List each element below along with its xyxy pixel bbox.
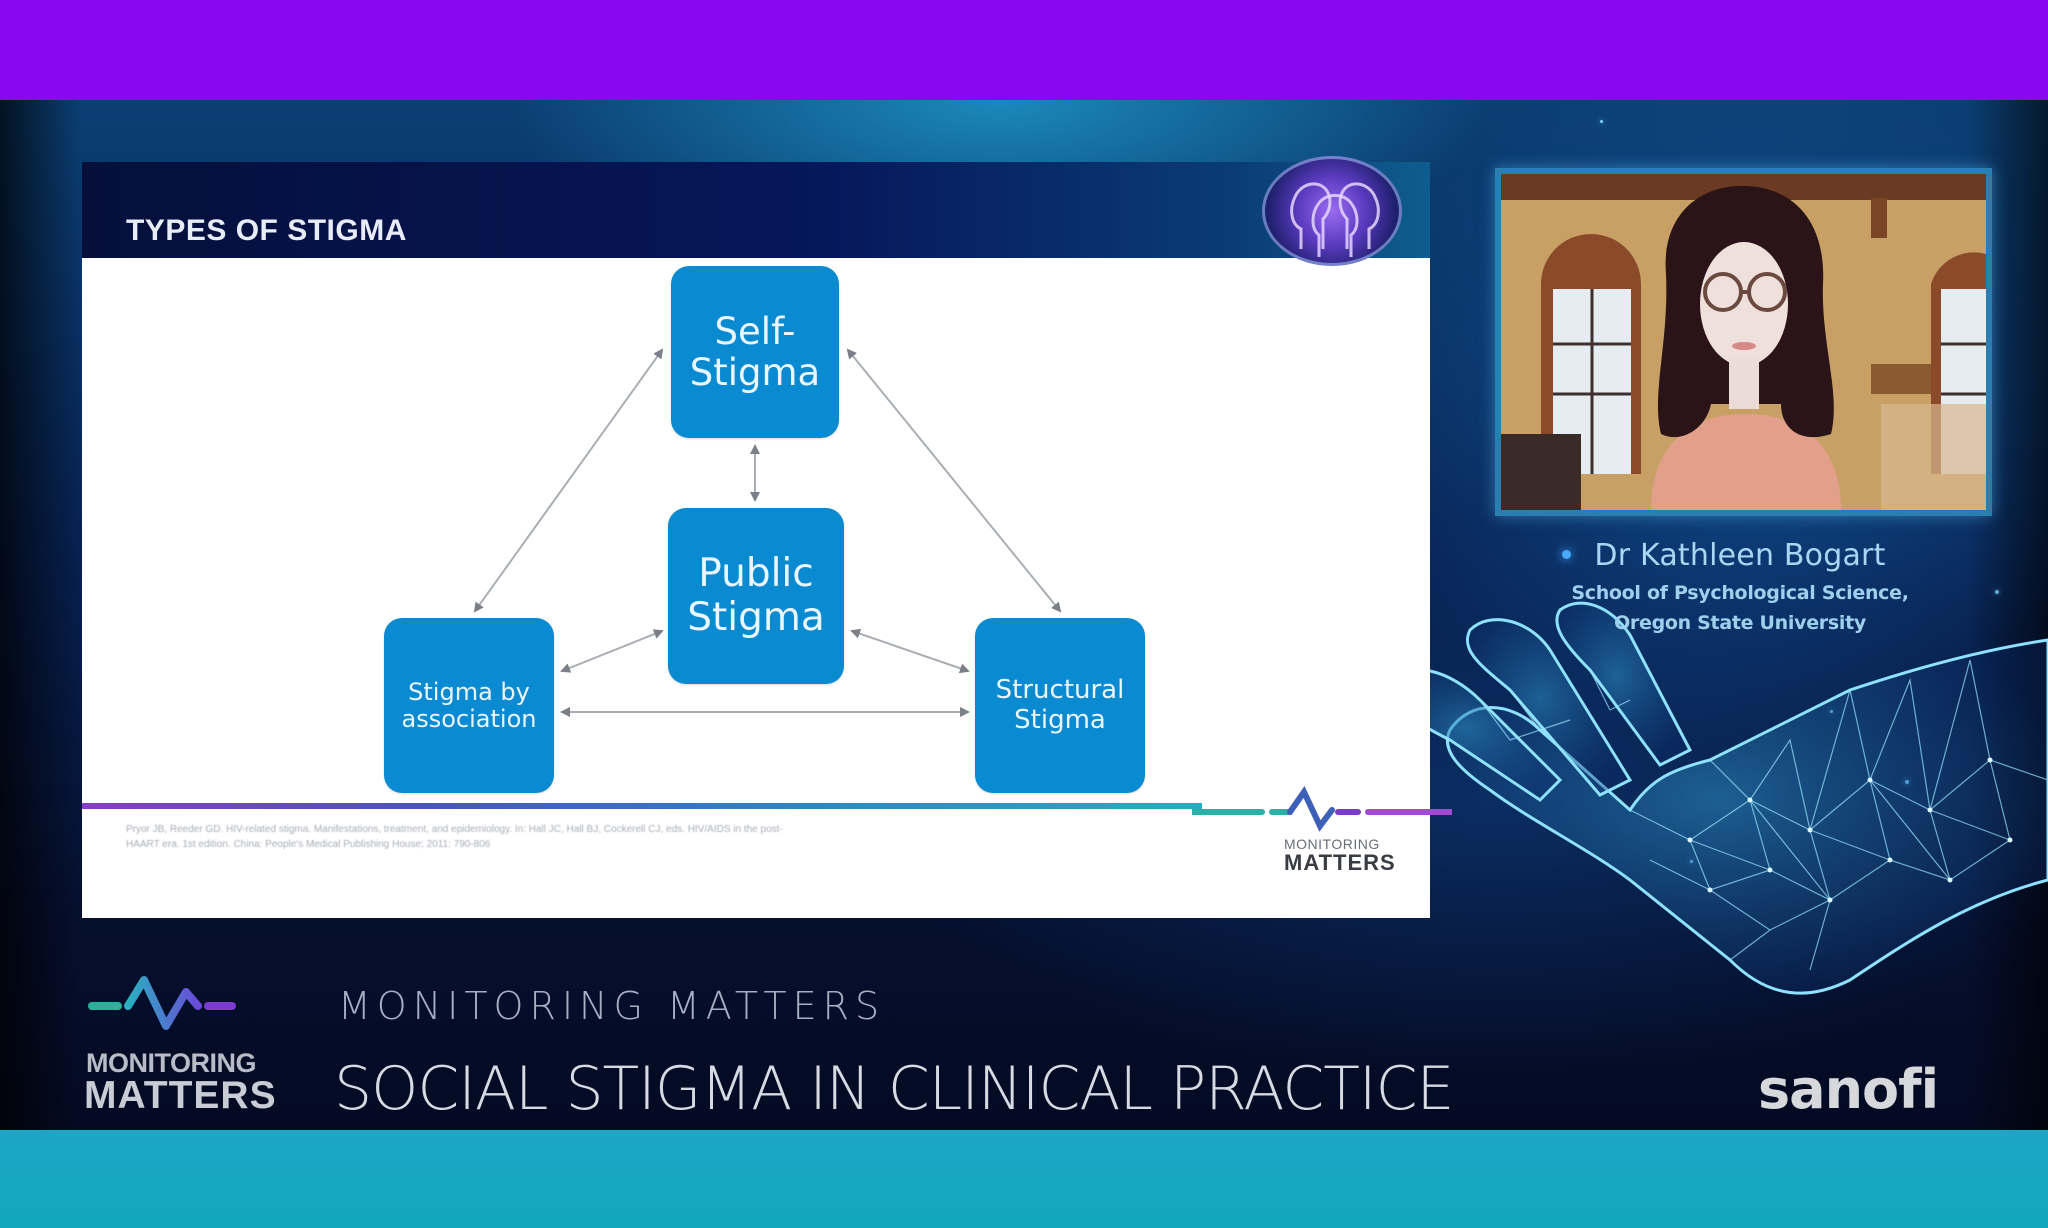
series-name: MONITORING MATTERS (338, 984, 886, 1028)
presentation-slide: TYPES OF STIGMA (82, 156, 1455, 918)
diagram-connectors (473, 348, 1062, 717)
reference-line: Pryor JB, Reeder GD. HIV-related stigma.… (126, 824, 783, 835)
node-label: Stigma (1014, 704, 1106, 735)
speaker-affiliation: School of Psychological Science, (1571, 582, 1909, 604)
slide-reference: Pryor JB, Reeder GD. HIV-related stigma.… (126, 822, 1176, 852)
node-self-stigma: Self-Stigma (671, 266, 839, 438)
logo-text: MATTERS (1284, 850, 1396, 875)
episode-title: SOCIAL STIGMA IN CLINICAL PRACTICE (334, 1054, 1454, 1124)
speaker-name: Dr Kathleen Bogart (1594, 538, 1886, 573)
sponsor-logo: sanofi (1758, 1058, 1939, 1121)
heads-profile-icon (1262, 156, 1402, 266)
node-label: Self- (714, 309, 796, 353)
pulse-line-icon (1189, 786, 1455, 832)
slide-monitoring-matters-logo: MONITORING MATTERS (1189, 784, 1455, 894)
speaker-institution: Oregon State University (1614, 612, 1866, 634)
node-label: Structural (995, 675, 1125, 706)
bullet-dot-icon (1562, 550, 1571, 559)
node-label: Stigma by (408, 677, 530, 706)
logo-text: MATTERS (84, 1074, 277, 1117)
monitoring-matters-logo: MONITORING MATTERS (82, 970, 282, 1120)
node-label: Stigma (687, 595, 825, 640)
wireframe-hand-graphic (1386, 601, 2048, 995)
top-band (0, 0, 2048, 100)
speaker-video-feed (1501, 174, 1986, 510)
slide-divider (82, 803, 1202, 809)
speaker-video (1495, 168, 1992, 516)
slide-header: TYPES OF STIGMA (82, 156, 1430, 266)
slide-title: TYPES OF STIGMA (126, 214, 407, 247)
particle (1600, 120, 1603, 123)
node-label: Public (698, 551, 814, 597)
pulse-line-icon (88, 976, 236, 1030)
node-label: Stigma (689, 351, 821, 394)
node-label: association (401, 704, 537, 733)
reference-line: HAART era. 1st edition. China: People's … (126, 839, 491, 850)
logo-text: MONITORING (86, 1048, 257, 1078)
logo-text: MONITORING (1284, 836, 1380, 852)
bottom-band (0, 1130, 2048, 1228)
